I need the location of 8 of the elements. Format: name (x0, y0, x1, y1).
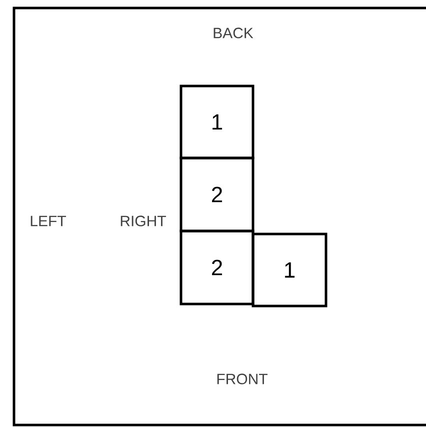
numbered-square: 2 (180, 156, 254, 232)
direction-label: FRONT (217, 374, 268, 384)
direction-label: LEFT (30, 216, 66, 226)
numbered-square: 1 (252, 232, 328, 308)
direction-label: BACK (214, 28, 254, 38)
numbered-square: 2 (180, 230, 254, 306)
numbered-square: 1 (180, 84, 254, 160)
direction-label: RIGHT (120, 216, 166, 226)
